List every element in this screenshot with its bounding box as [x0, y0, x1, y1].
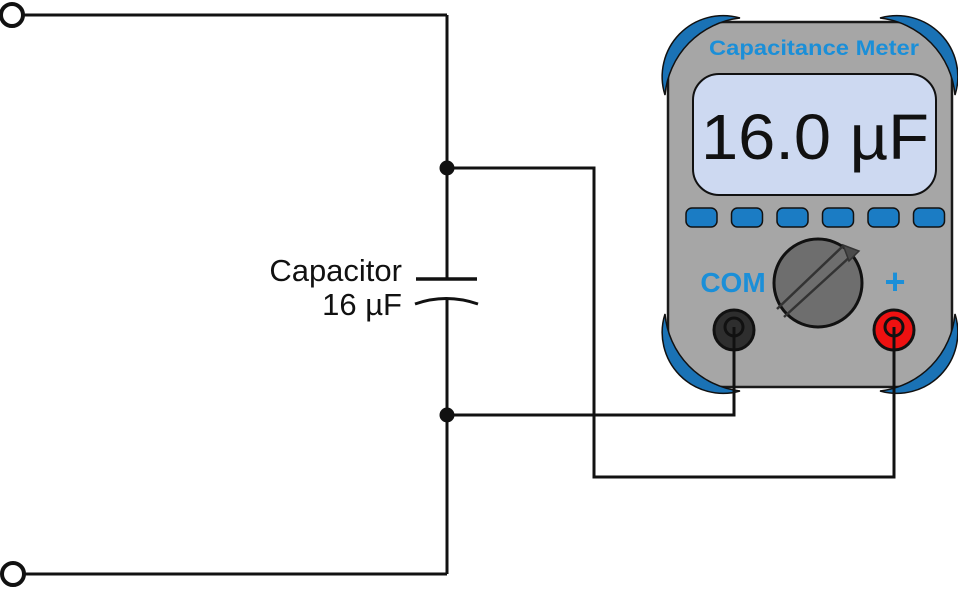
capacitance-meter: Capacitance Meter 16.0 µF COM +: [661, 14, 958, 395]
com-probe-wire: [447, 327, 736, 417]
dial-pointer-icon: [841, 243, 861, 263]
junction-dot-bottom: [439, 407, 455, 423]
corner-accent-top-right-icon: [879, 14, 958, 96]
circuit-terminal-bottom-left[interactable]: [0, 561, 26, 587]
positive-probe-wire: [447, 166, 896, 479]
meter-button-2[interactable]: [730, 207, 764, 228]
meter-button-1[interactable]: [685, 207, 718, 228]
junction-dot-top: [439, 160, 455, 176]
circuit-terminal-top-left[interactable]: [0, 2, 25, 28]
meter-button-5[interactable]: [867, 207, 900, 228]
corner-accent-top-left-icon: [661, 14, 741, 96]
corner-accent-bottom-right-icon: [879, 313, 958, 395]
capacitor-bottom-plate: [414, 297, 479, 306]
capacitor-name-label: Capacitor: [269, 253, 402, 288]
meter-button-4[interactable]: [821, 207, 855, 228]
lcd-screen: [692, 73, 937, 196]
capacitor-value-label: 16 µF: [322, 287, 402, 322]
positive-label: +: [884, 261, 905, 302]
meter-button-3[interactable]: [776, 207, 809, 228]
circuit-wiring: [23, 13, 896, 576]
dial-slot-line: [783, 254, 853, 318]
lcd-display-value: 16.0 µF: [701, 101, 929, 173]
meter-button-row: [685, 207, 946, 228]
dial-slot-line: [776, 245, 844, 310]
capacitor-symbol: [414, 277, 479, 306]
meter-title: Capacitance Meter: [709, 37, 919, 60]
com-label: COM: [700, 267, 765, 298]
rotary-dial[interactable]: [772, 237, 864, 329]
corner-accent-bottom-left-icon: [661, 313, 741, 395]
meter-button-6[interactable]: [912, 207, 946, 228]
